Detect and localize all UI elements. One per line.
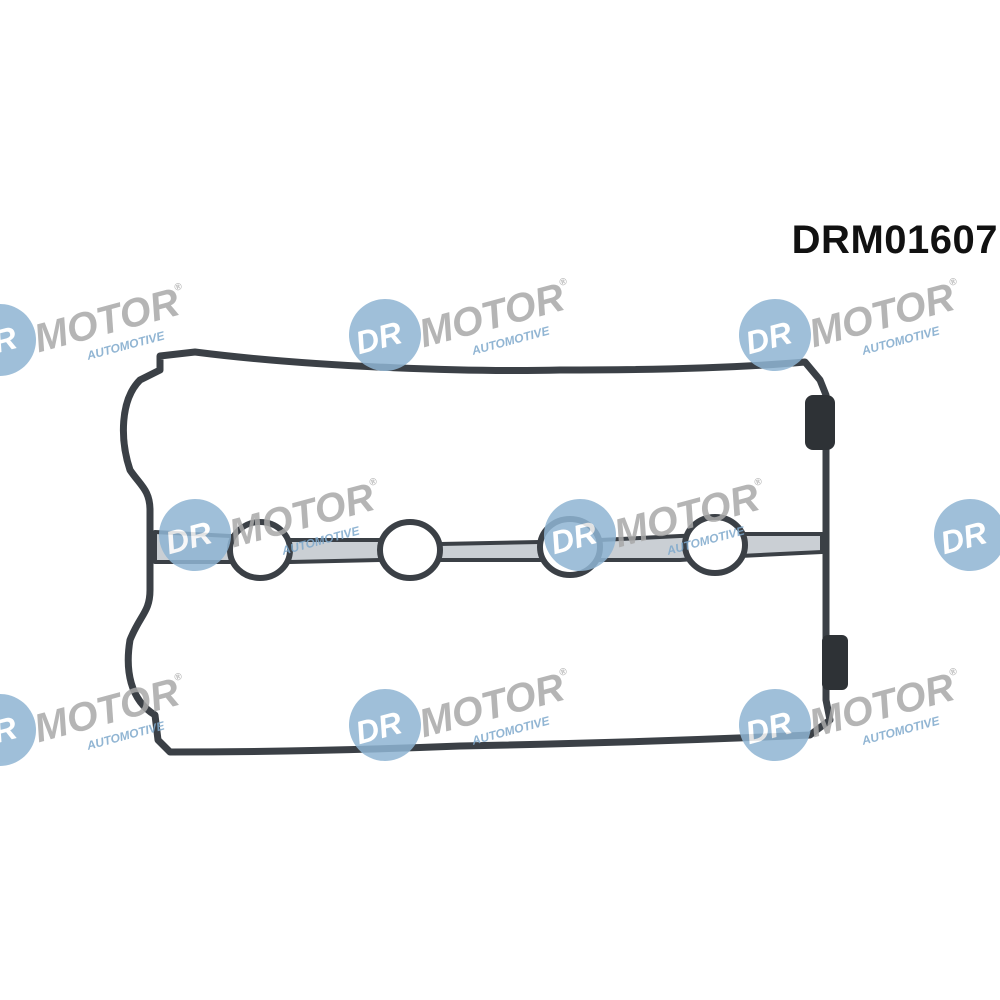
logo-circle	[544, 499, 616, 571]
logo-mark: ®	[173, 281, 184, 294]
logo-circle	[0, 694, 36, 766]
logo-mark: ®	[948, 666, 959, 679]
half-moon-plug-top	[805, 395, 835, 450]
logo-mark: ®	[173, 671, 184, 684]
logo-mark: ®	[753, 476, 764, 489]
logo-circle	[349, 299, 421, 371]
logo-circle	[934, 499, 1000, 571]
logo-circle	[349, 689, 421, 761]
logo-mark: ®	[368, 476, 379, 489]
logo-mark: ®	[948, 276, 959, 289]
product-code: DRM01607	[791, 218, 998, 262]
logo-mark: ®	[558, 276, 569, 289]
gasket-outline	[119, 348, 834, 756]
logo-circle	[739, 299, 811, 371]
half-moon-plug-bottom	[822, 635, 848, 690]
logo-circle	[739, 689, 811, 761]
logo-circle	[0, 304, 36, 376]
logo-mark: ®	[558, 666, 569, 679]
logo-circle	[159, 499, 231, 571]
